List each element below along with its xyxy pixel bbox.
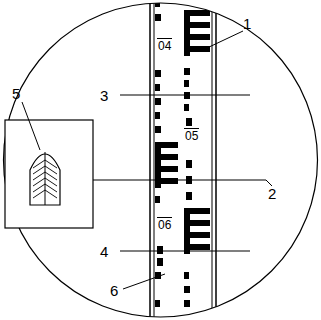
graduation-mark — [155, 178, 178, 184]
graduation-mark — [157, 246, 163, 254]
graduation-mark — [155, 70, 161, 77]
hatch-stroke — [33, 178, 57, 186]
bubble-window — [5, 120, 93, 228]
rod-reading: 05 — [184, 128, 199, 142]
graduation-mark — [157, 258, 163, 266]
graduation-mark — [184, 208, 210, 214]
middle-crosshair — [93, 179, 266, 180]
graduation-mark — [155, 126, 161, 133]
graduation-mark — [184, 68, 190, 75]
callout-number: 6 — [110, 283, 118, 298]
graduation-mark — [184, 34, 210, 40]
rod-reading: 04 — [157, 38, 172, 52]
hatch-stroke — [33, 190, 57, 198]
graduation-mark — [155, 196, 160, 203]
callout-number: 1 — [243, 16, 251, 31]
graduation-mark — [186, 160, 192, 168]
callout-number: 3 — [100, 88, 108, 103]
hatch-stroke — [33, 184, 57, 192]
graduation-mark — [155, 166, 178, 172]
graduation-mark — [184, 10, 210, 16]
graduation-mark — [184, 286, 190, 293]
graduation-mark — [186, 192, 192, 200]
callout-number: 5 — [12, 86, 20, 101]
rod-edge — [215, 0, 217, 320]
bubble-hatch — [33, 160, 57, 198]
callout-number: 2 — [268, 186, 276, 201]
graduation-mark — [184, 244, 210, 250]
graduation-mark — [184, 46, 210, 52]
rod-reading: 06 — [157, 217, 172, 231]
graduation-mark — [184, 300, 190, 307]
graduation-mark — [155, 300, 160, 307]
upper-stadia-hair — [120, 94, 250, 95]
field-of-view — [4, 3, 318, 317]
graduation-mark — [184, 232, 210, 238]
hatch-stroke — [33, 172, 57, 180]
graduation-mark — [184, 104, 189, 111]
hatch-stroke — [33, 166, 57, 174]
graduation-mark — [155, 84, 160, 91]
leader-line — [123, 274, 165, 289]
graduation-mark — [155, 14, 161, 21]
level-rod — [150, 0, 216, 320]
graduation-mark — [184, 220, 210, 226]
rod-edge — [149, 0, 151, 320]
graduation-mark — [155, 142, 178, 148]
graduation-mark — [155, 112, 160, 119]
callout-number: 4 — [100, 244, 108, 259]
graduation-mark — [184, 80, 189, 87]
rod-graduations — [155, 0, 210, 307]
graduation-mark — [184, 272, 189, 279]
graduation-mark — [155, 154, 178, 160]
leader-line — [22, 102, 40, 150]
leader-line — [207, 31, 243, 48]
graduation-mark — [186, 118, 192, 126]
graduation-mark — [184, 22, 210, 28]
rod-edge — [154, 0, 155, 320]
graduation-mark — [155, 98, 161, 105]
rod-edge — [212, 0, 213, 320]
lower-stadia-hair — [120, 250, 250, 251]
hatch-stroke — [33, 160, 57, 168]
